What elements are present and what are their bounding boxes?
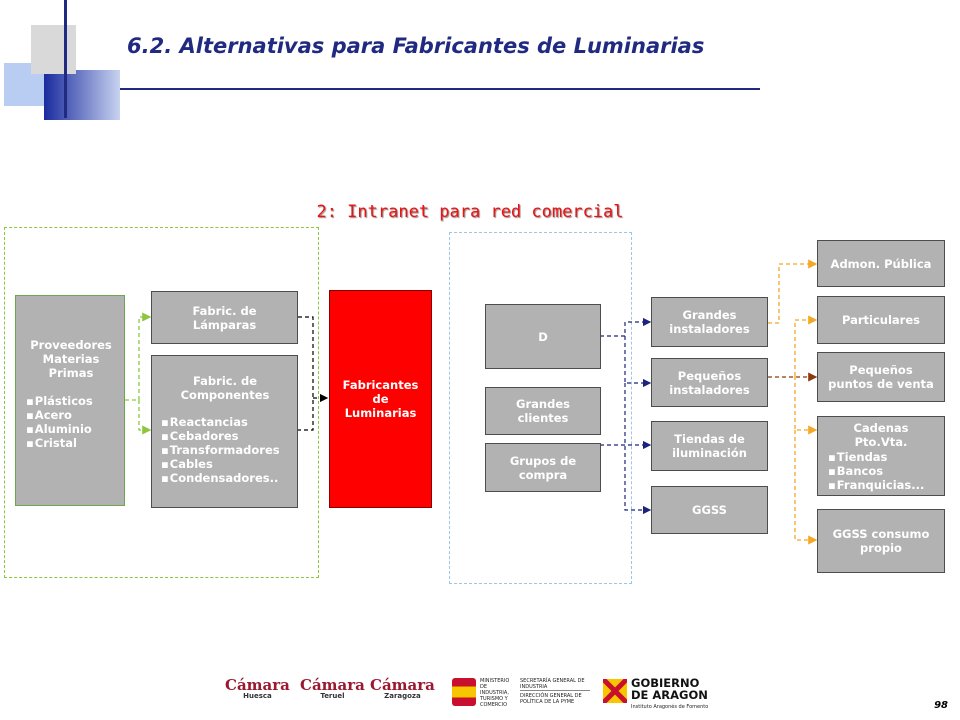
tiendas-label: Tiendas de iluminación xyxy=(672,432,747,460)
list-item: Plásticos xyxy=(26,394,124,408)
grupos-compra-label: Grupos de compra xyxy=(509,453,577,482)
pequenos-instaladores-label: Pequeños instaladores xyxy=(669,368,750,397)
camara-teruel-logo: Cámara Teruel xyxy=(300,676,365,700)
supplier-group-frame xyxy=(4,227,319,578)
grupos-compra-node: Grupos de compra xyxy=(485,443,601,492)
page-title: 6.2. Alternativas para Fabricantes de Lu… xyxy=(127,34,705,58)
fabricantes-label: Fabricantes de Luminarias xyxy=(342,378,419,420)
lamparas-label: Fabric. de Lámparas xyxy=(192,303,257,332)
particulares-node: Particulares xyxy=(817,296,945,344)
proveedores-title: Proveedores Materias Primas xyxy=(30,338,112,380)
pequenos-puntos-label: Pequeños puntos de venta xyxy=(828,363,934,391)
pequenos-puntos-node: Pequeños puntos de venta xyxy=(817,352,945,402)
lamparas-node: Fabric. de Lámparas xyxy=(151,291,298,344)
coat-of-arms-icon xyxy=(452,678,476,706)
grandes-instaladores-label: Grandes instaladores xyxy=(669,308,750,336)
distribuidores-label: D xyxy=(538,329,548,344)
list-item: Acero xyxy=(26,408,124,422)
list-item: Tiendas xyxy=(828,450,944,464)
list-item: Franquicias... xyxy=(828,478,944,492)
list-item: Cristal xyxy=(26,436,124,450)
tiendas-node: Tiendas de iluminación xyxy=(651,421,768,471)
diagram-subtitle: 2: Intranet para red comercial xyxy=(316,202,624,222)
distribuidores-node: D xyxy=(485,304,601,369)
cadenas-title: Cadenas Pto.Vta. xyxy=(853,421,909,449)
cadenas-node: Cadenas Pto.Vta. Tiendas Bancos Franquic… xyxy=(817,416,945,496)
admon-node: Admon. Pública xyxy=(817,240,945,287)
secretaria-text: SECRETARÍA GENERAL DE INDUSTRIA xyxy=(520,678,590,691)
direccion-text: DIRECCIÓN GENERAL DE POLÍTICA DE LA PYME xyxy=(520,693,582,705)
ministerio-logo: MINISTERIO DE INDUSTRIA, TURISMO Y COMER… xyxy=(452,676,590,710)
ggss-consumo-node: GGSS consumo propio xyxy=(817,509,945,573)
proveedores-list: Plásticos Acero Aluminio Cristal xyxy=(26,394,124,450)
page-number: 98 xyxy=(934,700,948,711)
fabricantes-node: Fabricantes de Luminarias xyxy=(329,290,432,508)
grandes-instaladores-node: Grandes instaladores xyxy=(651,297,768,347)
camara-zaragoza-place: Zaragoza xyxy=(384,692,421,700)
list-item: Aluminio xyxy=(26,422,124,436)
camara-huesca-place: Huesca xyxy=(243,692,272,700)
list-item: Bancos xyxy=(828,464,944,478)
gobierno-text: GOBIERNO DE ARAGON xyxy=(631,676,708,702)
camara-huesca-logo: Cámara Huesca xyxy=(225,676,290,700)
ministerio-text: MINISTERIO DE INDUSTRIA, TURISMO Y COMER… xyxy=(480,678,510,708)
list-item: Condensadores.. xyxy=(161,471,297,485)
list-item: Cebadores xyxy=(161,429,297,443)
list-item: Reactancias xyxy=(161,415,297,429)
camara-teruel-place: Teruel xyxy=(320,692,345,700)
particulares-label: Particulares xyxy=(841,313,920,327)
camara-zaragoza-logo: Cámara Zaragoza xyxy=(370,676,435,700)
list-item: Cables xyxy=(161,457,297,471)
grandes-clientes-label: Grandes clientes xyxy=(516,397,570,425)
ggss-consumo-label: GGSS consumo propio xyxy=(832,527,930,555)
list-item: Transformadores xyxy=(161,443,297,457)
componentes-title: Fabric. de Componentes xyxy=(180,374,270,402)
ggss-node: GGSS xyxy=(651,486,768,534)
aragon-flag-icon xyxy=(603,679,627,703)
distribution-group-frame xyxy=(449,232,632,584)
componentes-node: Fabric. de Componentes Reactancias Cebad… xyxy=(151,355,298,508)
admon-label: Admon. Pública xyxy=(830,256,932,271)
pequenos-instaladores-node: Pequeños instaladores xyxy=(651,358,768,407)
gobierno-aragon-logo: GOBIERNO DE ARAGON Instituto Aragonés de… xyxy=(603,676,713,712)
componentes-list: Reactancias Cebadores Transformadores Ca… xyxy=(161,415,297,485)
proveedores-node: Proveedores Materias Primas Plásticos Ac… xyxy=(15,295,125,506)
ggss-label: GGSS xyxy=(692,503,727,517)
grandes-clientes-node: Grandes clientes xyxy=(485,387,601,435)
cadenas-list: Tiendas Bancos Franquicias... xyxy=(828,450,944,492)
instituto-text: Instituto Aragonés de Fomento xyxy=(631,704,709,710)
